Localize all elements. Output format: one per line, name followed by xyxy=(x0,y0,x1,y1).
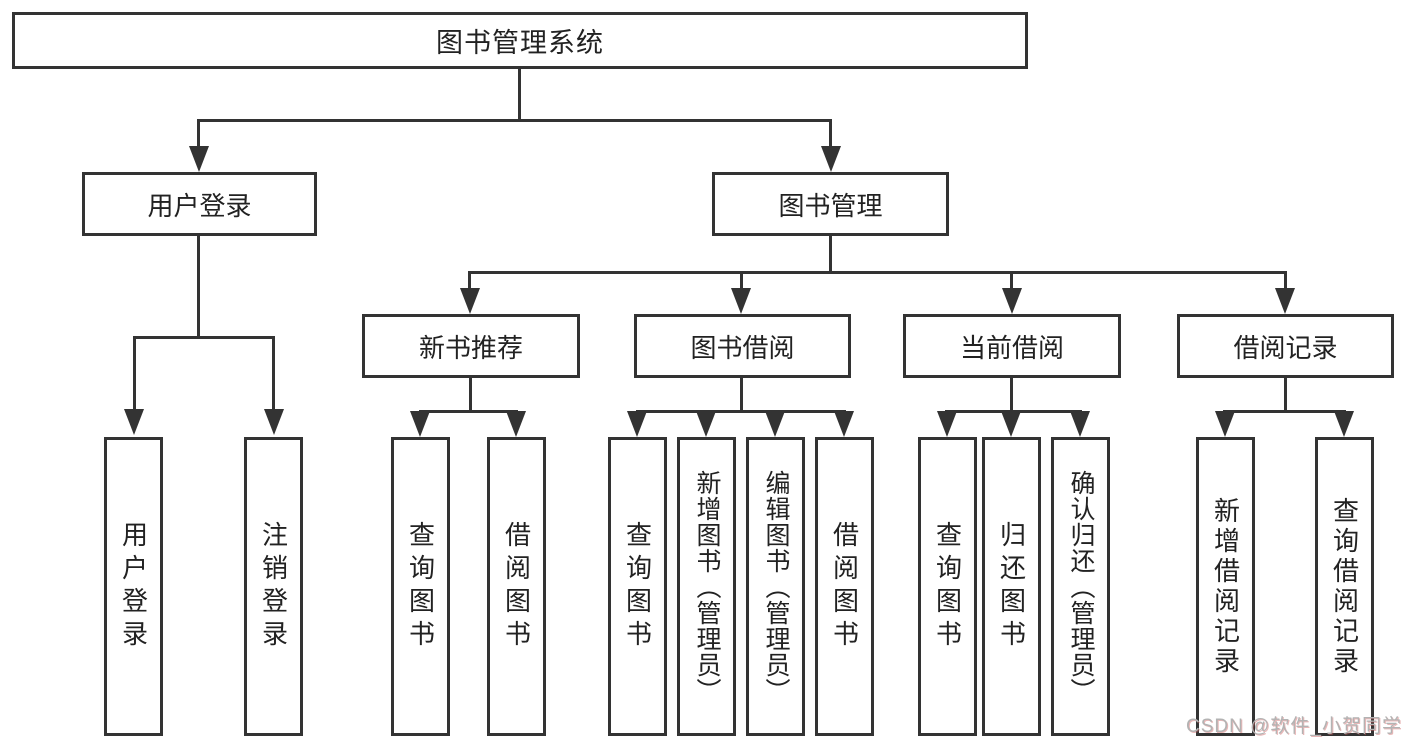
connector-book-borrow-branch xyxy=(636,410,846,413)
node-leaf-confirm-return-admin: 确认归还（管理员） xyxy=(1051,437,1110,736)
node-leaf-return-book: 归还图书 xyxy=(982,437,1041,736)
arrowhead-book-management xyxy=(821,146,841,172)
connector-current-borrow-stem xyxy=(1010,378,1013,412)
arrowhead-book-borrow xyxy=(731,288,751,314)
arrowhead-leaf-query-record xyxy=(1334,411,1354,437)
arrowhead-leaf-borrow-book-1 xyxy=(506,411,526,437)
leaf-label: 新增借阅记录 xyxy=(1210,496,1241,677)
connector-book-management-branch xyxy=(468,271,1287,274)
arrowhead-leaf-query-book-2 xyxy=(627,411,647,437)
leaf-label: 查询图书 xyxy=(405,520,436,653)
connector-drop-user-login xyxy=(197,119,200,148)
connector-borrow-records-branch xyxy=(1223,410,1346,413)
leaf-label: 编辑图书（管理员） xyxy=(762,469,790,704)
node-leaf-user-login: 用户登录 xyxy=(104,437,163,736)
csdn-watermark: CSDN @软件_小贺同学 xyxy=(1186,716,1402,737)
connector-borrow-records-stem xyxy=(1284,378,1287,412)
connector-user-login-branch xyxy=(133,336,275,339)
connector-root-stem xyxy=(518,68,521,122)
node-new-book-recommend: 新书推荐 xyxy=(362,314,580,378)
arrowhead-leaf-query-book-3 xyxy=(937,411,957,437)
arrowhead-login-leaf xyxy=(124,409,144,435)
node-leaf-query-book-3: 查询图书 xyxy=(918,437,977,736)
connector-drop-borrow-records xyxy=(1284,271,1287,290)
connector-drop-logout-leaf xyxy=(272,336,275,411)
node-leaf-query-borrow-record: 查询借阅记录 xyxy=(1315,437,1374,736)
node-leaf-edit-book-admin: 编辑图书（管理员） xyxy=(746,437,805,736)
node-user-login: 用户登录 xyxy=(82,172,317,236)
node-leaf-query-book-1: 查询图书 xyxy=(391,437,450,736)
leaf-label: 确认归还（管理员） xyxy=(1067,469,1095,704)
node-root: 图书管理系统 xyxy=(12,12,1028,69)
node-leaf-borrow-book-1: 借阅图书 xyxy=(487,437,546,736)
arrowhead-current-borrow xyxy=(1002,288,1022,314)
arrowhead-new-book xyxy=(460,288,480,314)
leaf-label: 归还图书 xyxy=(996,520,1027,653)
connector-root-branch xyxy=(197,119,832,122)
connector-drop-new-book xyxy=(468,271,471,290)
arrowhead-leaf-add-record xyxy=(1215,411,1235,437)
connector-drop-login-leaf xyxy=(133,336,136,411)
leaf-label: 注销登录 xyxy=(258,520,289,653)
connector-drop-book-management xyxy=(829,119,832,148)
arrowhead-leaf-query-book-1 xyxy=(410,411,430,437)
arrowhead-leaf-borrow-book-2 xyxy=(834,411,854,437)
connector-new-book-stem xyxy=(469,378,472,412)
leaf-label: 查询借阅记录 xyxy=(1329,496,1360,677)
arrowhead-leaf-return-book xyxy=(1001,411,1021,437)
node-leaf-borrow-book-2: 借阅图书 xyxy=(815,437,874,736)
connector-book-borrow-stem xyxy=(740,378,743,412)
leaf-label: 查询图书 xyxy=(932,520,963,653)
arrowhead-leaf-edit-book xyxy=(765,411,785,437)
arrowhead-leaf-add-book xyxy=(696,411,716,437)
leaf-label: 借阅图书 xyxy=(501,520,532,653)
node-leaf-add-borrow-record: 新增借阅记录 xyxy=(1196,437,1255,736)
arrowhead-user-login xyxy=(189,146,209,172)
node-leaf-add-book-admin: 新增图书（管理员） xyxy=(677,437,736,736)
leaf-label: 新增图书（管理员） xyxy=(693,469,721,704)
connector-drop-current-borrow xyxy=(1010,271,1013,290)
node-leaf-logout: 注销登录 xyxy=(244,437,303,736)
node-leaf-query-book-2: 查询图书 xyxy=(608,437,667,736)
node-book-borrow: 图书借阅 xyxy=(634,314,851,378)
connector-book-management-stem xyxy=(829,236,832,273)
node-current-borrow: 当前借阅 xyxy=(903,314,1121,378)
leaf-label: 用户登录 xyxy=(118,520,149,653)
arrowhead-logout-leaf xyxy=(264,409,284,435)
node-book-management: 图书管理 xyxy=(712,172,949,236)
connector-user-login-stem xyxy=(197,236,200,338)
leaf-label: 借阅图书 xyxy=(829,520,860,653)
arrowhead-borrow-records xyxy=(1275,288,1295,314)
leaf-label: 查询图书 xyxy=(622,520,653,653)
connector-new-book-branch xyxy=(419,410,518,413)
arrowhead-leaf-confirm-return xyxy=(1070,411,1090,437)
node-borrow-records: 借阅记录 xyxy=(1177,314,1394,378)
connector-drop-book-borrow xyxy=(740,271,743,290)
